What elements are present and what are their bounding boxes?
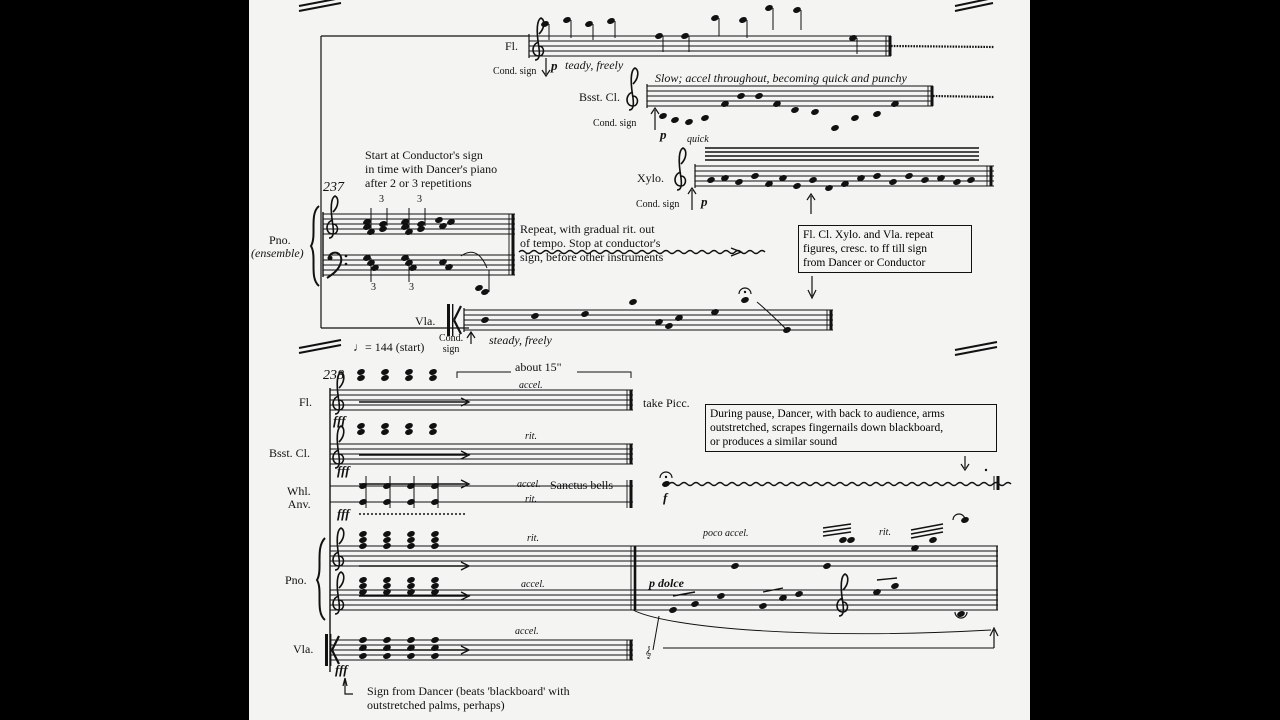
triplet-4: 3 bbox=[409, 282, 414, 293]
cond-sign-flute: Cond. sign bbox=[493, 66, 537, 77]
start-note: Start at Conductor's sign in time with D… bbox=[365, 148, 498, 190]
p-dolce: p dolce bbox=[649, 576, 684, 590]
bcl-rit: rit. bbox=[525, 431, 537, 442]
svg-text:𝄞: 𝄞 bbox=[645, 646, 652, 659]
bcl-notes-1 bbox=[658, 92, 900, 132]
piano-notes-1 bbox=[362, 216, 490, 296]
flute-staff-2 bbox=[330, 389, 633, 411]
sanctus-bells: Sanctus bells bbox=[550, 478, 613, 492]
tempo-marking: ♩= 144 (start) bbox=[353, 340, 425, 354]
bcl-notes-2 bbox=[356, 422, 438, 436]
bass-clarinet-staff-1 bbox=[646, 84, 995, 108]
bcl-dynamic: p bbox=[660, 127, 667, 142]
bass-clarinet-staff-2 bbox=[330, 443, 633, 465]
measure-number-237: 237 bbox=[323, 180, 344, 195]
sanctus-dynamic: f bbox=[663, 490, 668, 505]
music-notation: 𝄞 bbox=[298, 0, 1012, 695]
cond-sign-viola: Cond. sign bbox=[439, 333, 464, 355]
flute-direction: teady, freely bbox=[565, 58, 624, 72]
piano-staves-2 bbox=[330, 545, 998, 611]
fff-piano: fff bbox=[337, 506, 350, 521]
piano-label-1: Pno. bbox=[269, 233, 291, 247]
flute-dynamic: p bbox=[551, 58, 558, 73]
take-picc: take Picc. bbox=[643, 396, 690, 410]
whip-anvil-label: Whl. Anv. bbox=[287, 484, 311, 511]
viola-accel: accel. bbox=[515, 626, 539, 637]
viola-direction: steady, freely bbox=[489, 333, 552, 347]
pause-note-box: During pause, Dancer, with back to audie… bbox=[705, 404, 997, 452]
viola-label-1: Vla. bbox=[415, 314, 436, 328]
piano-label-2: Pno. bbox=[285, 573, 307, 587]
bcl-direction: Slow; accel throughout, becoming quick a… bbox=[655, 71, 907, 85]
perc-accel: accel. bbox=[517, 479, 541, 490]
xylo-dynamic: p bbox=[701, 194, 708, 209]
fff-perc: fff bbox=[337, 463, 350, 478]
fff-bcl: fff bbox=[333, 413, 346, 428]
piano-notes-2 bbox=[358, 516, 970, 618]
cond-sign-xylo: Cond. sign bbox=[636, 199, 680, 210]
piano-accel: accel. bbox=[521, 579, 545, 590]
bcl-quick: quick bbox=[687, 134, 709, 145]
repeat-figures-box: Fl. Cl. Xylo. and Vla. repeat figures, c… bbox=[798, 225, 972, 273]
triplet-3: 3 bbox=[371, 282, 376, 293]
flute-accel: accel. bbox=[519, 380, 543, 391]
viola-staff-2 bbox=[330, 639, 633, 661]
xylo-label: Xylo. bbox=[637, 171, 664, 185]
perc-rit: rit. bbox=[525, 494, 537, 505]
flute-label-2: Fl. bbox=[299, 395, 313, 409]
score-page: 𝄞 Fl. Cond. sign p teady, freely Slow; a… bbox=[249, 0, 1030, 720]
piano-rit: rit. bbox=[527, 533, 539, 544]
viola-label-2: Vla. bbox=[293, 642, 314, 656]
sign-from-dancer: Sign from Dancer (beats 'blackboard' wit… bbox=[367, 684, 570, 712]
bcl-label-1: Bsst. Cl. bbox=[579, 90, 621, 104]
about-duration: about 15" bbox=[515, 360, 562, 374]
flute-label-1: Fl. bbox=[505, 39, 519, 53]
piano-rit-2: rit. bbox=[879, 527, 891, 538]
piano-ensemble-label: (ensemble) bbox=[251, 246, 304, 260]
viola-staff-1 bbox=[463, 308, 833, 332]
flute-staff-1 bbox=[528, 34, 995, 58]
triplet-1: 3 bbox=[379, 194, 384, 205]
flute-notes-2 bbox=[356, 368, 438, 382]
xylo-notes bbox=[706, 172, 976, 192]
repeat-note: Repeat, with gradual rit. out of tempo. … bbox=[520, 222, 664, 264]
measure-number-238: 238 bbox=[323, 368, 344, 383]
fff-viola: fff bbox=[335, 662, 348, 677]
percussion-staff bbox=[330, 480, 633, 515]
bcl-label-2: Bsst. Cl. bbox=[269, 446, 311, 460]
triplet-2: 3 bbox=[417, 194, 422, 205]
cond-sign-bcl: Cond. sign bbox=[593, 118, 637, 129]
poco-accel: poco accel. bbox=[703, 528, 749, 539]
